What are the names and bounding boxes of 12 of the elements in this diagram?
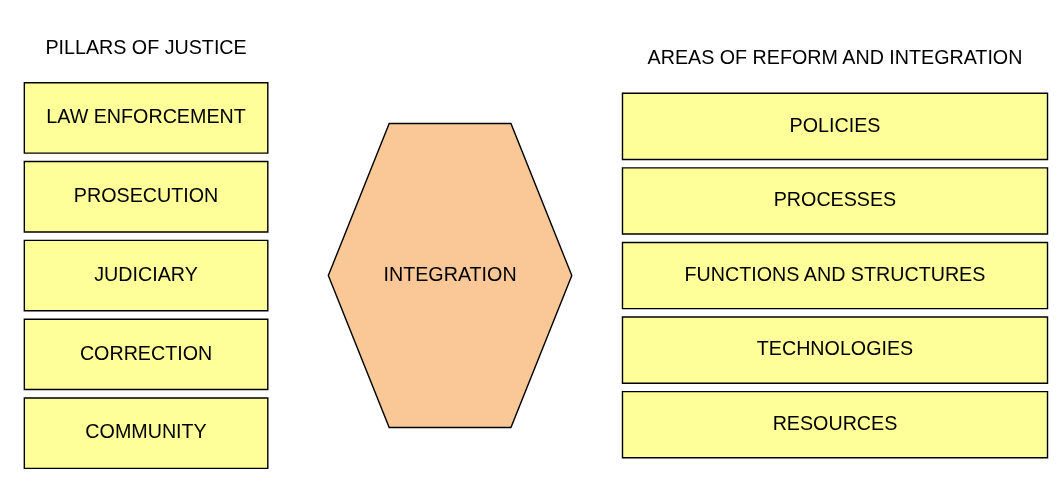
node-box: PROSECUTION	[23, 160, 269, 233]
node-box: LAW ENFORCEMENT	[23, 82, 269, 154]
label: AREAS OF REFORM AND INTEGRATION	[647, 46, 1023, 69]
node-box: POLICIES	[621, 92, 1049, 161]
node-box: PROCESSES	[621, 167, 1049, 235]
node-box: JUDICIARY	[23, 239, 269, 312]
node-box: FUNCTIONS AND STRUCTURES	[621, 241, 1049, 310]
node-box: TECHNOLOGIES	[621, 316, 1049, 384]
node-box: CORRECTION	[23, 318, 269, 391]
label: PILLARS OF JUSTICE	[45, 36, 247, 59]
node-box: COMMUNITY	[23, 397, 269, 470]
node-box: RESOURCES	[621, 390, 1049, 459]
